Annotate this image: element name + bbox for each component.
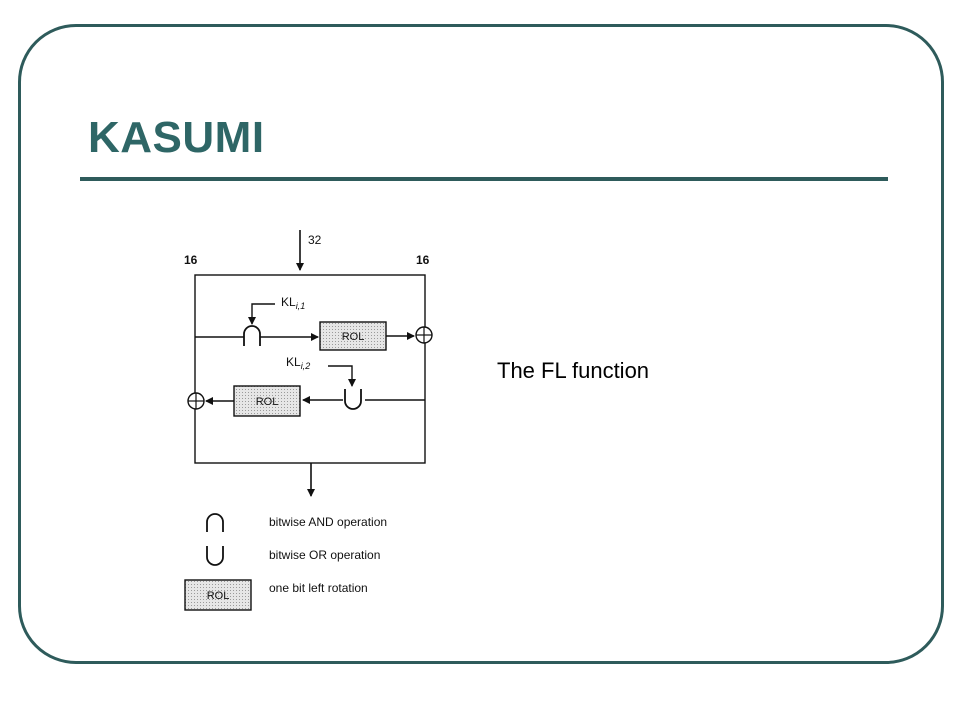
legend-rol-box-label: ROL (207, 590, 230, 602)
slide-frame (18, 24, 944, 664)
slide-title: KASUMI (88, 113, 265, 162)
fl-diagram-svg: 32 16 16 ROL KLi,1 KLi,2 ROL (184, 230, 433, 611)
fl-function-diagram: 32 16 16 ROL KLi,1 KLi,2 ROL (140, 218, 480, 628)
left-width-label: 16 (184, 253, 198, 267)
legend-and-icon (206, 513, 224, 532)
right-width-label: 16 (416, 253, 430, 267)
legend-rol-label: one bit left rotation (269, 581, 368, 595)
and-icon (243, 325, 261, 346)
key2-sub: i,2 (301, 361, 311, 371)
key1-label: KLi,1 (281, 295, 305, 311)
rol-box-bottom (233, 385, 301, 417)
input-width-label: 32 (308, 233, 322, 247)
or-icon (344, 389, 362, 410)
key2-label: KLi,2 (286, 355, 310, 371)
key2-arrow (328, 365, 356, 387)
key2-base: KL (286, 355, 301, 369)
diagram-caption: The FL function (497, 358, 650, 383)
title-underline (80, 177, 888, 181)
rol-top-label: ROL (342, 331, 365, 343)
legend-or-label: bitwise OR operation (269, 548, 380, 562)
legend-or-icon (206, 546, 224, 566)
key1-sub: i,1 (296, 301, 306, 311)
rol-box-top (319, 321, 387, 351)
legend-and-label: bitwise AND operation (269, 515, 387, 529)
xor-icon-right (415, 326, 433, 344)
fl-block-outline (194, 274, 426, 464)
rol-bottom-label: ROL (256, 396, 279, 408)
legend-rol-box (184, 579, 252, 611)
xor-icon-left (187, 392, 205, 410)
key1-base: KL (281, 295, 296, 309)
key1-arrow (248, 303, 275, 325)
